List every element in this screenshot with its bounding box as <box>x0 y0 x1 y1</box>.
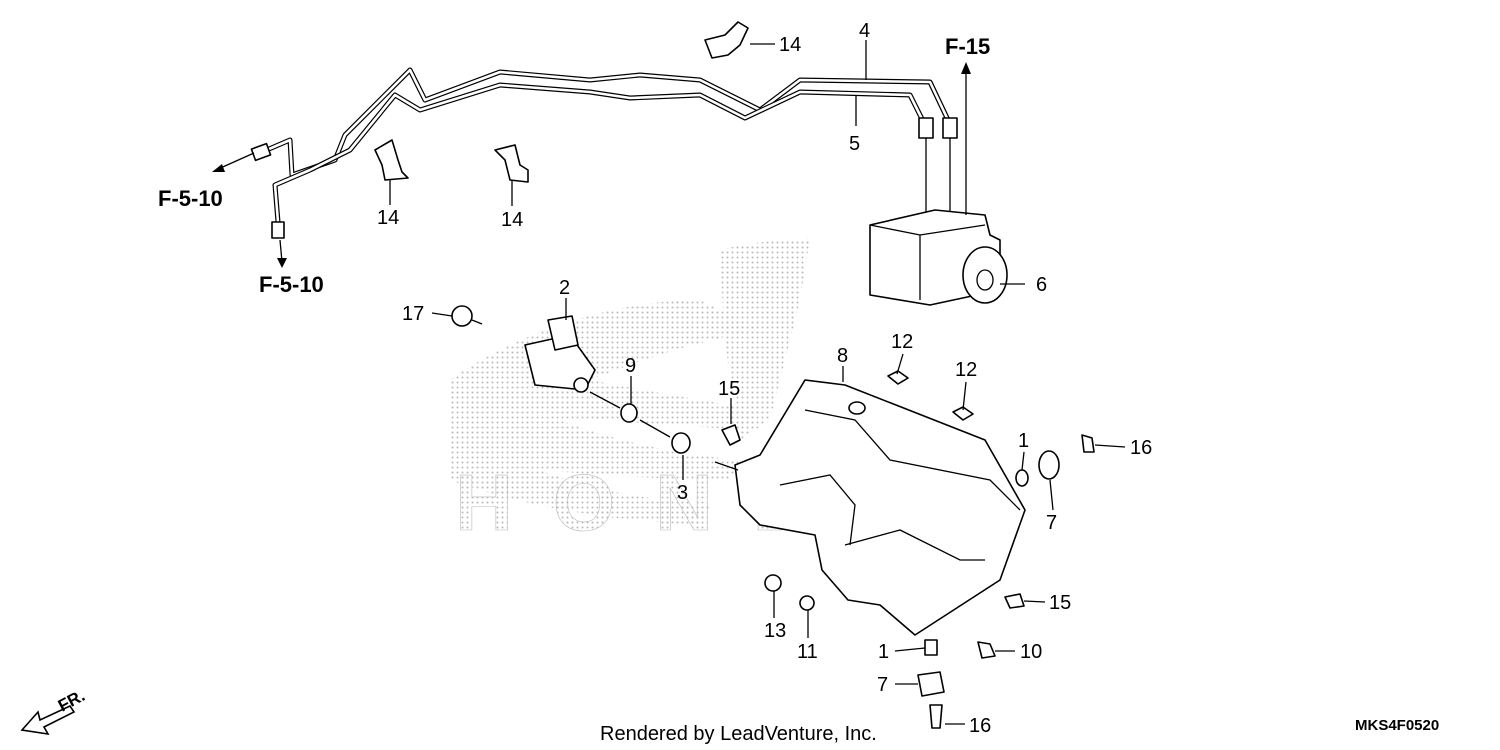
callout-4: 4 <box>859 20 870 42</box>
pipe-clamp-left <box>374 139 409 181</box>
pipe-clamp-middle <box>494 144 529 183</box>
callout-8: 8 <box>837 345 848 367</box>
callout-3: 3 <box>677 482 688 504</box>
sensor <box>524 315 596 393</box>
washer-13 <box>764 574 782 592</box>
callout-15-lower: 15 <box>1049 592 1071 614</box>
callout-12-lower: 12 <box>955 359 977 381</box>
callout-14-top: 14 <box>779 34 801 56</box>
callout-15-upper: 15 <box>718 378 740 400</box>
diagram-code: MKS4F0520 <box>1355 717 1439 734</box>
callout-14-middle: 14 <box>501 209 523 231</box>
bolt-16-upper <box>1081 434 1095 453</box>
hardware <box>451 305 1095 729</box>
callout-2: 2 <box>559 277 570 299</box>
leader-lines <box>212 40 1126 725</box>
nut-12-upper <box>887 370 909 385</box>
clip-15-upper <box>721 424 741 446</box>
bolt-17 <box>451 305 473 327</box>
reference-f5-10-left: F-5-10 <box>158 186 223 211</box>
callout-9: 9 <box>625 355 636 377</box>
callout-7-lower: 7 <box>877 674 888 696</box>
callout-11: 11 <box>797 641 818 663</box>
callout-6: 6 <box>1036 274 1047 296</box>
callout-14-left: 14 <box>377 207 399 229</box>
collar-1-lower <box>924 639 938 656</box>
brake-pipe-upper <box>259 67 951 178</box>
rendered-by-credit: Rendered by LeadVenture, Inc. <box>600 723 877 745</box>
reference-labels: F-15 F-5-10 F-5-10 <box>158 34 990 297</box>
callout-12-upper: 12 <box>891 331 913 353</box>
callout-10: 10 <box>1020 641 1042 663</box>
collar-1-upper <box>1015 469 1029 487</box>
bracket <box>734 379 1026 636</box>
collar-3 <box>671 432 691 454</box>
callout-labels: 14 4 5 14 14 6 2 17 9 3 8 12 12 1 7 16 1… <box>377 20 1152 737</box>
callout-1-lower: 1 <box>878 641 889 663</box>
bolt-10 <box>977 641 996 659</box>
nut-12-lower <box>952 406 974 421</box>
bolt-16-lower <box>929 704 943 729</box>
callout-7-upper: 7 <box>1046 512 1057 534</box>
pipe-clamp-top <box>704 21 749 59</box>
clip-15-lower <box>1004 593 1025 609</box>
callout-16-lower: 16 <box>969 715 991 737</box>
callout-13: 13 <box>764 620 786 642</box>
front-direction-indicator: FR. <box>20 686 88 736</box>
callout-16-upper: 16 <box>1130 437 1152 459</box>
brake-pipes <box>250 67 958 239</box>
front-arrow-icon <box>20 704 76 736</box>
reference-f5-10-bottom: F-5-10 <box>259 272 324 297</box>
washer-9 <box>620 403 638 423</box>
grommet-7-upper <box>1038 450 1060 480</box>
reference-f15: F-15 <box>945 34 990 59</box>
nut-11 <box>799 595 815 611</box>
abs-modulator <box>869 209 1008 306</box>
callout-17: 17 <box>402 303 424 325</box>
grommet-7-lower <box>917 671 945 697</box>
callout-5: 5 <box>849 133 860 155</box>
callout-1-upper: 1 <box>1018 430 1029 452</box>
